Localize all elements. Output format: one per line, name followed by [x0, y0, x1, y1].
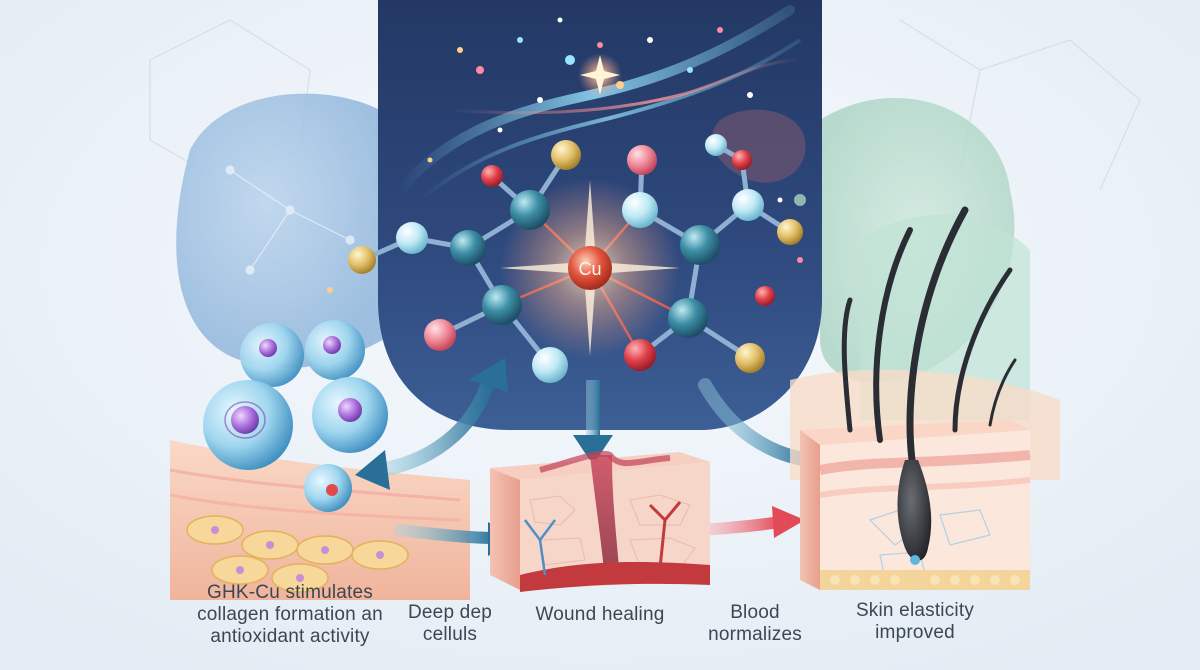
- caption-skin-elasticity: Skin elasticity improved: [830, 600, 1000, 644]
- left-network: [225, 165, 355, 275]
- blood-vessel-icon: [520, 501, 710, 592]
- skin-cells: [186, 515, 409, 593]
- hair-follicle-icon: [841, 206, 1017, 565]
- caption-deep-cells: Deep dep celluls: [395, 602, 505, 646]
- cell-icon: [203, 320, 388, 512]
- caption-collagen: GHK-Cu stimulates collagen formation an …: [190, 582, 390, 648]
- caption-collagen-line3: antioxidant activity: [210, 626, 370, 647]
- left-backdrop-blob: [176, 93, 400, 369]
- caption-wound-healing: Wound healing: [525, 604, 675, 626]
- caption-skin-line2: improved: [875, 622, 955, 643]
- caption-collagen-line2: collagen formation an: [197, 604, 383, 625]
- caption-wound-line1: Wound healing: [535, 604, 665, 625]
- caption-skin-line1: Skin elasticity: [855, 600, 975, 621]
- caption-blood-line1: Blood: [730, 602, 780, 623]
- caption-blood: Blood normalizes: [690, 602, 820, 646]
- copper-atom-label: Cu: [578, 259, 601, 279]
- arrow-cells-molecule: [355, 358, 508, 490]
- caption-blood-line2: normalizes: [708, 624, 802, 645]
- caption-collagen-line1: GHK-Cu stimulates: [207, 582, 373, 603]
- caption-deep-cells-line1: Deep dep: [407, 602, 492, 623]
- arrow-down-wound: [573, 380, 613, 465]
- molecule-icon: [348, 134, 803, 383]
- star-flare: [578, 53, 622, 97]
- caption-deep-cells-line2: celluls: [422, 624, 478, 645]
- energy-waves: [395, 5, 802, 202]
- copper-atom: [568, 246, 612, 290]
